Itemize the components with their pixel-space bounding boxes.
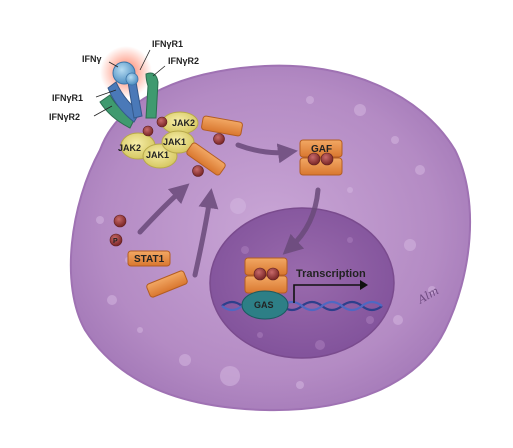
phosphate-groups <box>113 116 334 281</box>
gas-element <box>241 290 289 320</box>
label-ifngr1-top: IFNγR1 <box>152 39 183 49</box>
jak-kinases <box>120 111 199 169</box>
label-jak2-right: JAK2 <box>172 118 195 128</box>
receptor-r1-left <box>107 81 141 123</box>
receptor-r2-right <box>145 72 159 119</box>
stat1-docked-1 <box>201 115 243 137</box>
label-jak1-left: JAK1 <box>146 150 169 160</box>
label-ifngr2-left: IFNγR2 <box>49 112 80 122</box>
label-gaf: GAF <box>311 144 332 155</box>
transcription-arrow <box>293 284 360 303</box>
label-gas: GAS <box>254 300 274 310</box>
label-transcription: Transcription <box>296 268 366 280</box>
stat1-free-1 <box>127 250 171 267</box>
nucleus <box>209 207 395 359</box>
leader-lines <box>93 49 166 117</box>
stat1-molecules <box>127 115 243 298</box>
signal-arrows <box>137 142 321 278</box>
label-ifngr1-left: IFNγR1 <box>52 93 83 103</box>
nucleus-speckles <box>241 237 374 350</box>
label-jak1-right: JAK1 <box>163 137 186 147</box>
label-ifng: IFNγ <box>82 54 102 64</box>
label-phospho: P <box>113 238 118 245</box>
jak1-right-blob <box>161 130 195 154</box>
transcription-arrowhead <box>360 280 368 290</box>
label-jak2-left: JAK2 <box>118 143 141 153</box>
label-stat1: STAT1 <box>134 254 165 265</box>
stat1-free-2 <box>146 270 188 298</box>
ifngr-receptor-complex <box>99 72 159 129</box>
label-ifngr2-top: IFNγR2 <box>168 56 199 66</box>
stat1-docked-2 <box>186 142 226 176</box>
ifn-gamma-ligand-2 <box>125 72 139 86</box>
phospho-marker <box>109 233 123 247</box>
